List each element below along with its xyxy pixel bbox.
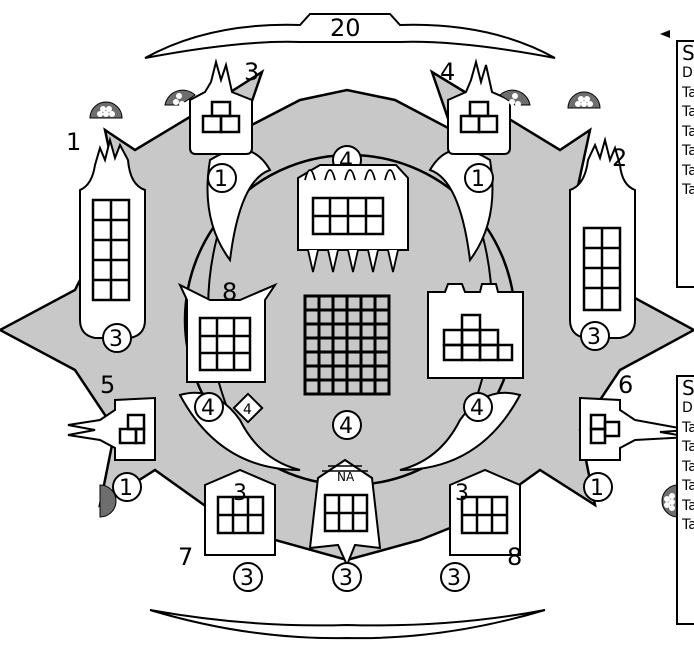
platform-right-inner[interactable] (428, 284, 523, 378)
slot-p4-value: 1 (471, 167, 485, 192)
slot-p6-value: 1 (590, 476, 604, 501)
slot-bottom-center-value: 3 (339, 566, 353, 591)
platform-label-5: 5 (100, 371, 115, 399)
slot-bottom-left-top: 3 (233, 481, 247, 506)
center-value: 4 (339, 414, 353, 439)
info-panel-bottom-row: D (678, 399, 694, 419)
platform-4[interactable] (448, 62, 510, 154)
slot-p1-value: 3 (109, 327, 123, 352)
info-panel-bottom-row: Ta (678, 497, 694, 517)
slot-bottom-right-top: 3 (455, 481, 469, 506)
info-panel-top-row: D (678, 64, 694, 84)
info-panel-bottom-title: S (678, 377, 694, 399)
slot-p7-value: 3 (240, 566, 254, 591)
platform-label-7: 7 (178, 543, 193, 571)
platform-label-1: 1 (66, 128, 81, 156)
info-panel-bottom: S D Ta Ta Ta Ta Ta Ta (676, 375, 694, 625)
tag-na: NA (337, 470, 355, 484)
info-panel-top-row: Ta (678, 162, 694, 182)
platform-6[interactable] (580, 398, 690, 460)
slot-left-inner-diamond: 4 (243, 402, 252, 418)
info-panel-bottom-row: Ta (678, 438, 694, 458)
slot-p5-value: 1 (119, 476, 133, 501)
hex-flower-icon (568, 92, 600, 108)
platform-3[interactable] (190, 62, 252, 154)
info-panel-top-row: Ta (678, 142, 694, 162)
platform-top-center[interactable] (298, 165, 408, 272)
info-panel-top-row: Ta (678, 181, 694, 201)
info-panel-top-row: Ta (678, 103, 694, 123)
platform-label-3: 3 (244, 58, 259, 86)
info-panel-top-row: Ta (678, 123, 694, 143)
info-panel-bottom-row: Ta (678, 458, 694, 478)
slot-right-inner-value: 4 (470, 396, 484, 421)
info-panel-top-title: S (678, 42, 694, 64)
hex-flower-icon (90, 102, 122, 118)
platform-label-6: 6 (618, 371, 633, 399)
info-panel-bottom-row: Ta (678, 477, 694, 497)
slot-p3-value: 1 (214, 167, 228, 192)
center-grid[interactable] (305, 296, 389, 394)
info-panel-bottom-row: Ta (678, 419, 694, 439)
info-panel-top: S D Ta Ta Ta Ta Ta Ta (676, 40, 694, 288)
slot-left-inner-value: 4 (201, 396, 215, 421)
slot-p8-value: 3 (447, 566, 461, 591)
top-banner-value: 20 (330, 14, 361, 42)
bottom-banner (150, 610, 545, 638)
slot-left-inner-title: 8 (222, 278, 237, 306)
hex-flower-icon (87, 485, 116, 517)
platform-label-2: 2 (612, 144, 627, 172)
platform-label-8: 8 (507, 543, 522, 571)
platform-label-4: 4 (440, 58, 455, 86)
info-panel-top-row: Ta (678, 84, 694, 104)
slot-p2-value: 3 (587, 325, 601, 350)
info-panel-bottom-row: Ta (678, 516, 694, 536)
arrow-left-icon (660, 30, 670, 38)
